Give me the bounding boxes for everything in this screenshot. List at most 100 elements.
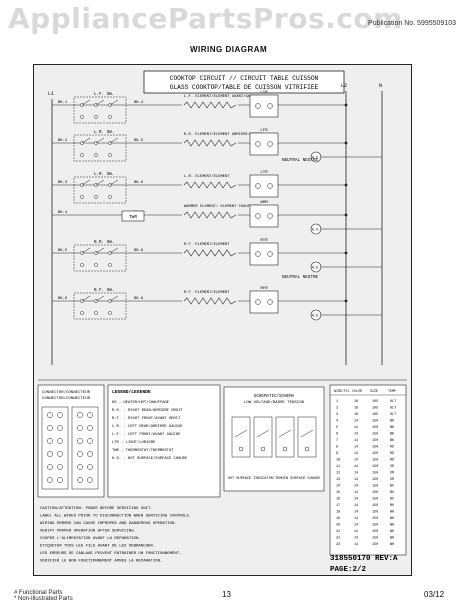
- wire-table-cell: WH: [390, 524, 394, 528]
- wire-table-header: TEMP: [388, 389, 396, 393]
- relay-box: [249, 94, 279, 118]
- relay-box: [249, 290, 279, 314]
- wire-tag: BK-8: [134, 249, 144, 253]
- schematic-blade: [300, 429, 314, 438]
- switch-blade: [95, 137, 105, 144]
- hot-surface-label: H.S.: [312, 267, 320, 271]
- connector-pin: [57, 477, 63, 483]
- connector-a-label: CONNECTOR/CONNECTEUR: [42, 390, 91, 395]
- wire-table-cell: WH: [390, 537, 394, 541]
- relay-box: [249, 174, 279, 198]
- wire-table-header: COLOR: [352, 389, 362, 393]
- connector-pin: [87, 412, 93, 418]
- junction: [344, 299, 348, 303]
- element-label: R.R. ELEMENT/ELEMENT ARRIERE/DROITE: [184, 132, 264, 137]
- relay-coil: [255, 299, 261, 305]
- caution-line: ETIQUETER TOUS LES FILS AVANT DE LES DEB…: [40, 545, 155, 549]
- wire-table-cell: RD: [390, 446, 394, 450]
- switch-contact: [108, 115, 112, 119]
- footnote-non-illustrated: * Non-Illustrated Parts: [14, 596, 73, 602]
- connector-pin: [47, 425, 53, 431]
- neutral-label-2: NEUTRAL NEUTRE: [282, 275, 319, 280]
- switch-contact: [80, 153, 84, 157]
- heating-element: [183, 139, 237, 147]
- connector-pin: [47, 438, 53, 444]
- schematic-switch: [231, 416, 251, 458]
- wire-table-header: SIZE: [370, 389, 378, 393]
- switch-label: R.R. SW.: [94, 241, 114, 245]
- element-label: R.F. ELEMENT/ELEMENT: [184, 290, 230, 295]
- wire-table: [329, 384, 407, 556]
- connector-pin: [57, 425, 63, 431]
- schematic-switch: [297, 416, 317, 458]
- wire-table-cell: BK: [390, 433, 395, 437]
- wire-table-cell: 150: [372, 504, 378, 508]
- wire-tag: BK-3: [58, 181, 68, 185]
- switch-blade: [81, 99, 91, 106]
- wire-tag: BK-9: [134, 297, 144, 301]
- wire-table-cell: 14: [354, 530, 358, 534]
- wire-table-cell: 16: [336, 498, 340, 502]
- wire-table-cell: 7: [336, 439, 338, 443]
- label-n: N: [379, 83, 382, 89]
- wire-table-cell: 150: [372, 524, 378, 528]
- wire-table-cell: 150: [372, 420, 378, 424]
- wire-table-cell: 150: [372, 439, 378, 443]
- connector-pin: [47, 412, 53, 418]
- legend-item: HS - HEATER/HOT/CHAUFFAGE: [112, 400, 170, 405]
- document-number: 318550170 REV:A: [330, 555, 398, 563]
- wire-table-cell: 150: [372, 485, 378, 489]
- wire-table-cell: WH: [390, 543, 394, 547]
- wire-table-cell: 14: [354, 498, 358, 502]
- connector-pin: [77, 451, 83, 457]
- connector-pins: [41, 406, 99, 490]
- schematic-lamp: [282, 446, 288, 452]
- wire-table-cell: 14: [354, 491, 358, 495]
- switch-box: [73, 176, 127, 204]
- heating-element: [183, 249, 237, 257]
- switch-contact: [94, 153, 98, 157]
- switch-blade: [81, 247, 91, 254]
- heating-element: [183, 181, 237, 189]
- switch-contact: [108, 311, 112, 315]
- legend-item: L.F. - LEFT FRONT/AVANT GAUCHE: [112, 432, 181, 437]
- switch-box: [73, 292, 127, 320]
- legend-item: H.S. - HOT SURFACE/SURFACE CHAUDE: [112, 456, 188, 461]
- junction: [344, 183, 348, 187]
- relay-box: [249, 242, 279, 266]
- wire-table-cell: OR: [390, 465, 394, 469]
- wire-table-cell: 13: [336, 478, 340, 482]
- wiring-diagram: COOKTOP CIRCUIT // CIRCUIT TABLE CUISSON…: [37, 70, 407, 574]
- hot-surface-label: H.S.: [312, 157, 320, 161]
- wire-table-cell: BU: [390, 498, 394, 502]
- schematic-blade: [278, 429, 292, 438]
- wire-table-cell: 150: [372, 530, 378, 534]
- wire-table-cell: 14: [336, 485, 340, 489]
- label-l1: L1: [48, 91, 54, 97]
- caution-line: COUPER L'ALIMENTATION AVANT LA REPARATIO…: [40, 536, 141, 541]
- connector-pin: [57, 438, 63, 444]
- junction: [344, 213, 348, 217]
- schematic-switch: [275, 416, 295, 458]
- element-label: WARMER ELEMENT/ ELEMENT CHAUFFANT: [184, 204, 260, 209]
- relay-box: [249, 132, 279, 156]
- switch-contact: [80, 263, 84, 267]
- switch-label: L.R. SW.: [94, 131, 114, 135]
- caution-line: CAUTION/ATTENTION: POWER BEFORE SERVICIN…: [40, 506, 153, 511]
- relay-label: LTR: [260, 171, 268, 175]
- switch-contact: [94, 263, 98, 267]
- connector-body: [71, 406, 99, 490]
- wire-table-cell: RD: [390, 452, 394, 456]
- relay-box: [249, 204, 279, 228]
- footnote-functional: # Functional Parts: [14, 590, 63, 596]
- wire-table-cell: 150: [372, 537, 378, 541]
- connector-body: [41, 406, 69, 490]
- schematic-panel: [223, 386, 325, 492]
- wire-table-cell: 150: [372, 498, 378, 502]
- wire-table-cell: 4: [336, 420, 338, 424]
- wire-table-cell: 0LT: [390, 400, 396, 404]
- switch-blade: [109, 179, 119, 186]
